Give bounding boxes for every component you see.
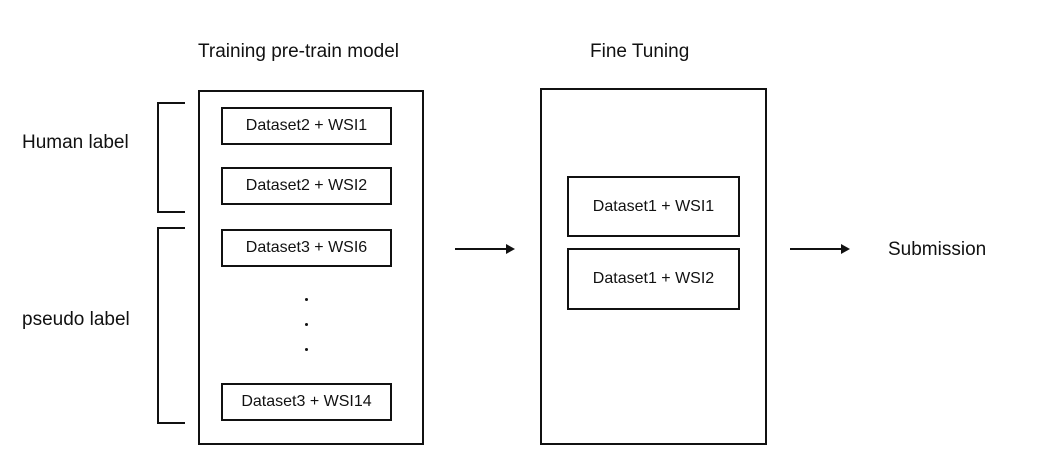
dataset-box: Dataset1 + WSI1 [567,176,740,237]
finetune-title: Fine Tuning [590,41,690,62]
arrow-right-icon [455,244,515,254]
pseudo-label-text: pseudo label [22,309,130,330]
dataset-box: Dataset1 + WSI2 [567,248,740,310]
arrow-right-icon [790,244,850,254]
submission-label: Submission [888,239,987,260]
human-label-bracket [157,102,185,213]
dataset-box: Dataset2 + WSI1 [221,107,392,145]
pseudo-label-bracket [157,227,185,424]
dataset-box: Dataset2 + WSI2 [221,167,392,205]
pretrain-container [198,90,424,445]
dataset-box: Dataset3 + WSI14 [221,383,392,421]
ellipsis-dot [305,323,308,326]
pretrain-title: Training pre-train model [198,41,399,62]
ellipsis-dot [305,348,308,351]
dataset-box: Dataset3 + WSI6 [221,229,392,267]
human-label-text: Human label [22,132,129,153]
finetune-container [540,88,767,445]
ellipsis-dot [305,298,308,301]
